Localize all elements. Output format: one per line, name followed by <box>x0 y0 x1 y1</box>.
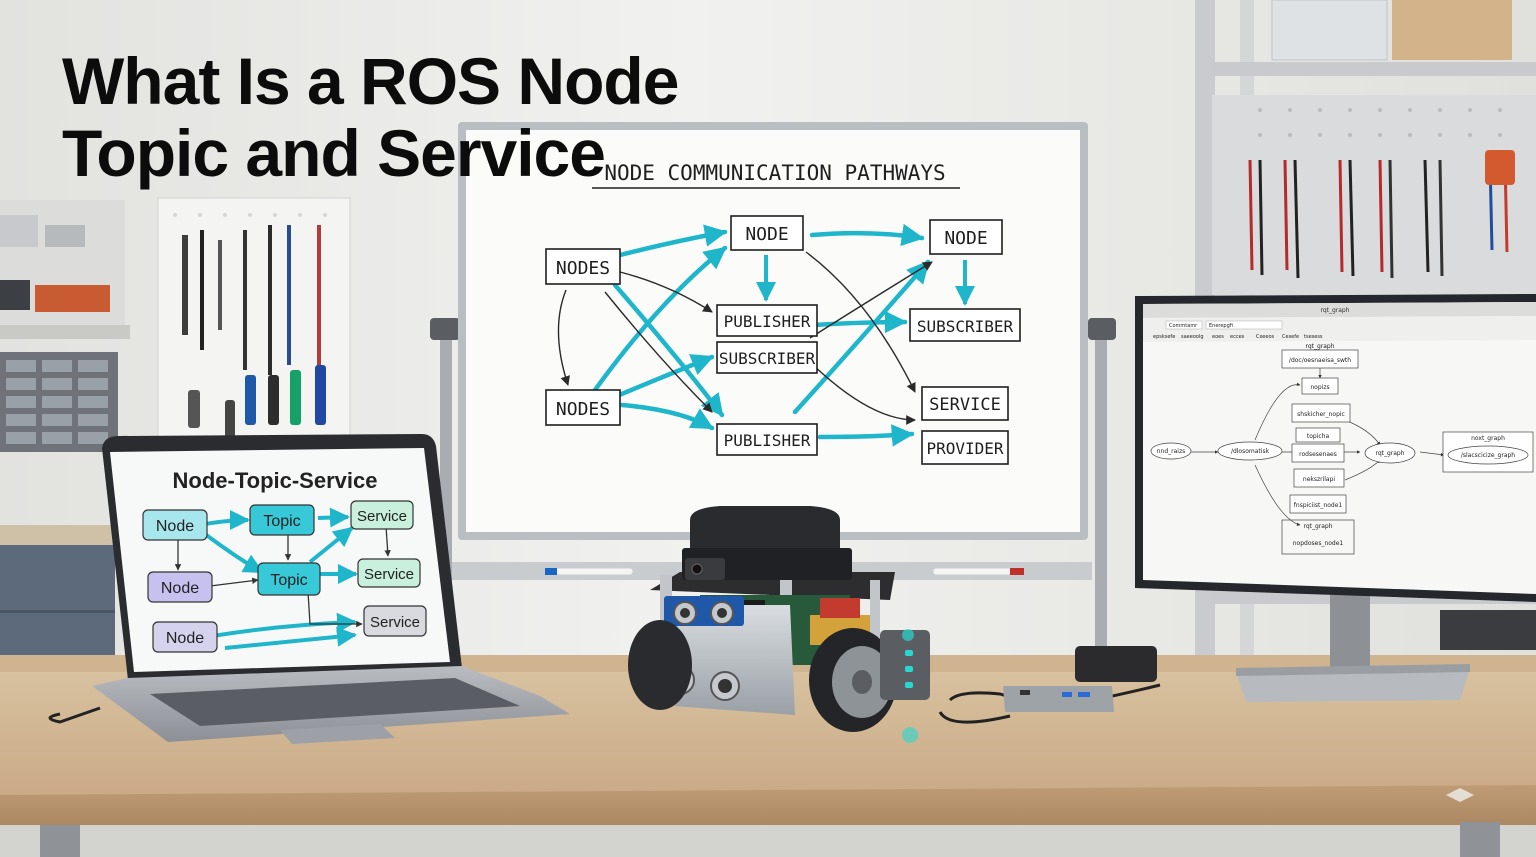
wb-box-provider-right <box>921 430 1009 465</box>
graph-node-left[interactable] <box>1150 442 1192 460</box>
graph-node-left2[interactable] <box>1217 441 1283 461</box>
graph-node-center[interactable] <box>1364 442 1416 464</box>
slide-label-topic1: Topic <box>263 513 300 530</box>
graph-label-right: /slacscicize_graph <box>1461 452 1515 459</box>
slide-label-node1: Node <box>156 518 194 535</box>
graph-node-1[interactable] <box>1301 377 1339 395</box>
wb-label-subscriber-mid: SUBSCRIBER <box>719 349 816 368</box>
sparkle-icon <box>1446 788 1474 802</box>
slide-label-topic2: Topic <box>270 572 307 589</box>
toolbar-field-1[interactable] <box>1165 320 1203 330</box>
slide-box-service3 <box>363 605 427 637</box>
left-storage <box>0 200 130 655</box>
slide-box-node2 <box>147 571 213 603</box>
graph-label-2: shskicher_nopic <box>1297 411 1345 418</box>
toolbar-item-1: Commtamr <box>1169 323 1198 329</box>
laptop-slide: Node-Topic-Service Node Topic Service No… <box>142 468 427 653</box>
graph-label-left2: /dlosomatisk <box>1231 448 1270 455</box>
slide-label-service1: Service <box>357 508 407 525</box>
whiteboard-diagram: NODE COMMUNICATION PATHWAYS NODES <box>545 161 1021 465</box>
wb-box-publisher-mid <box>716 304 818 337</box>
graph-label-7: nopdoses_node1 <box>1293 540 1344 547</box>
toolbar-field-2[interactable] <box>1205 320 1283 330</box>
slide-box-topic2 <box>257 562 321 596</box>
slide-box-node1 <box>142 509 208 541</box>
menu-item-4[interactable]: ecces <box>1230 334 1245 340</box>
robot <box>628 506 1161 743</box>
graph-node-2[interactable] <box>1291 403 1351 423</box>
graph-node-3[interactable] <box>1295 427 1341 443</box>
wb-box-node-center <box>730 215 804 251</box>
wb-box-service-right <box>921 386 1009 421</box>
menu-item-1[interactable]: epsksefe <box>1153 334 1175 340</box>
wb-label-publisher-mid: PUBLISHER <box>724 312 811 331</box>
wb-label-subscriber-right: SUBSCRIBER <box>917 317 1014 336</box>
slide-label-service2: Service <box>364 566 414 583</box>
menu-item-7[interactable]: tsesess <box>1304 334 1323 340</box>
graph-label-top: /doc/oesnaeisa_swth <box>1289 357 1351 364</box>
graph-label-left: nnd_raizs <box>1157 448 1186 455</box>
graph-node-7[interactable] <box>1281 519 1355 555</box>
wb-label-node-center: NODE <box>745 224 788 245</box>
graph-label-3: topicha <box>1307 433 1330 440</box>
graph-label-7-title: rqt_graph <box>1303 523 1332 530</box>
graph-label-6: fnspiciist_node1 <box>1294 502 1343 509</box>
slide-box-service2 <box>357 558 421 588</box>
slide-box-service1 <box>350 500 414 530</box>
menu-item-5[interactable]: Cxeeos <box>1256 334 1275 340</box>
slide-box-node3 <box>152 621 218 653</box>
graph-label-center: rqt_graph <box>1375 450 1404 457</box>
wb-label-node-right: NODE <box>944 228 987 249</box>
menu-item-3[interactable]: eoes <box>1212 334 1224 340</box>
wb-box-subscriber-right <box>909 308 1021 342</box>
graph-title: rqt_graph <box>1305 343 1334 350</box>
graph-node-4[interactable] <box>1291 443 1345 463</box>
slide-box-topic1 <box>249 504 315 536</box>
right-shelving <box>1195 0 1536 857</box>
graph-label-1: nopizs <box>1310 384 1329 391</box>
graph-label-5: nekszrilapi <box>1303 476 1336 483</box>
wb-label-service-right: SERVICE <box>929 395 1001 415</box>
wb-label-publisher-bottom: PUBLISHER <box>724 431 811 450</box>
graph-label-right-title: noxt_graph <box>1471 435 1505 442</box>
slide-label-service3: Service <box>370 614 420 631</box>
wb-box-publisher-bottom <box>716 423 818 456</box>
wb-label-provider-right: PROVIDER <box>926 439 1003 458</box>
page-title-line-2: Topic and Service <box>62 116 606 190</box>
slide-label-node3: Node <box>166 630 204 647</box>
graph-node-5[interactable] <box>1293 468 1345 488</box>
menu-item-6[interactable]: Cesefe <box>1282 334 1299 340</box>
menu-item-2[interactable]: saeeoolg <box>1181 334 1204 340</box>
monitor-window-title: rqt_graph <box>1320 307 1349 314</box>
slide-label-node2: Node <box>161 580 199 597</box>
graph-node-6[interactable] <box>1289 494 1347 514</box>
wb-label-nodes-bottom: NODES <box>556 399 610 420</box>
wb-box-node-right <box>929 219 1003 255</box>
wb-box-nodes-bottom <box>545 389 621 426</box>
graph-node-top[interactable] <box>1281 349 1359 369</box>
page-title-line-1: What Is a ROS Node <box>62 44 679 118</box>
wb-box-nodes-top <box>545 248 621 285</box>
toolbar-item-2: Enerepgfi <box>1209 323 1233 329</box>
rqt-graph: Commtamr Enerepgfi epsksefe saeeoolg eoe… <box>1150 320 1534 555</box>
graph-label-4: rodsesenaes <box>1299 451 1337 458</box>
wb-box-subscriber-mid <box>716 341 818 374</box>
slide-title: Node-Topic-Service <box>173 468 378 493</box>
wb-label-nodes-top: NODES <box>556 258 610 279</box>
whiteboard-heading: NODE COMMUNICATION PATHWAYS <box>604 161 945 185</box>
